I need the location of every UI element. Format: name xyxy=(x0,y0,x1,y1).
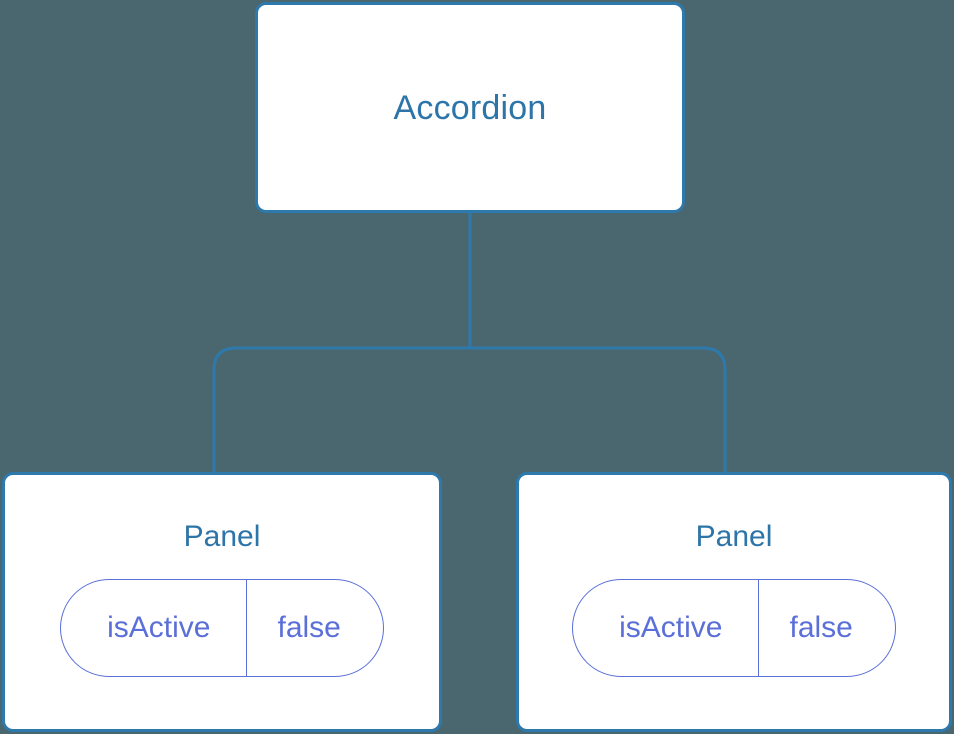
node-accordion[interactable]: Accordion xyxy=(255,2,685,213)
connector-branch-right xyxy=(470,346,727,476)
node-panel-1-state-badge: isActive false xyxy=(60,579,384,677)
connector-branch-left xyxy=(212,346,470,476)
node-panel-2[interactable]: Panel isActive false xyxy=(516,472,952,732)
node-panel-1-state-value: false xyxy=(246,580,382,676)
node-panel-2-state-value: false xyxy=(758,580,894,676)
node-panel-2-state-key: isActive xyxy=(619,611,723,644)
node-panel-2-title: Panel xyxy=(695,520,773,553)
node-accordion-title: Accordion xyxy=(393,88,547,127)
node-panel-1-title: Panel xyxy=(183,520,261,553)
node-panel-1[interactable]: Panel isActive false xyxy=(2,472,442,732)
node-panel-2-state-badge: isActive false xyxy=(572,579,896,677)
node-panel-1-state-key: isActive xyxy=(107,611,211,644)
